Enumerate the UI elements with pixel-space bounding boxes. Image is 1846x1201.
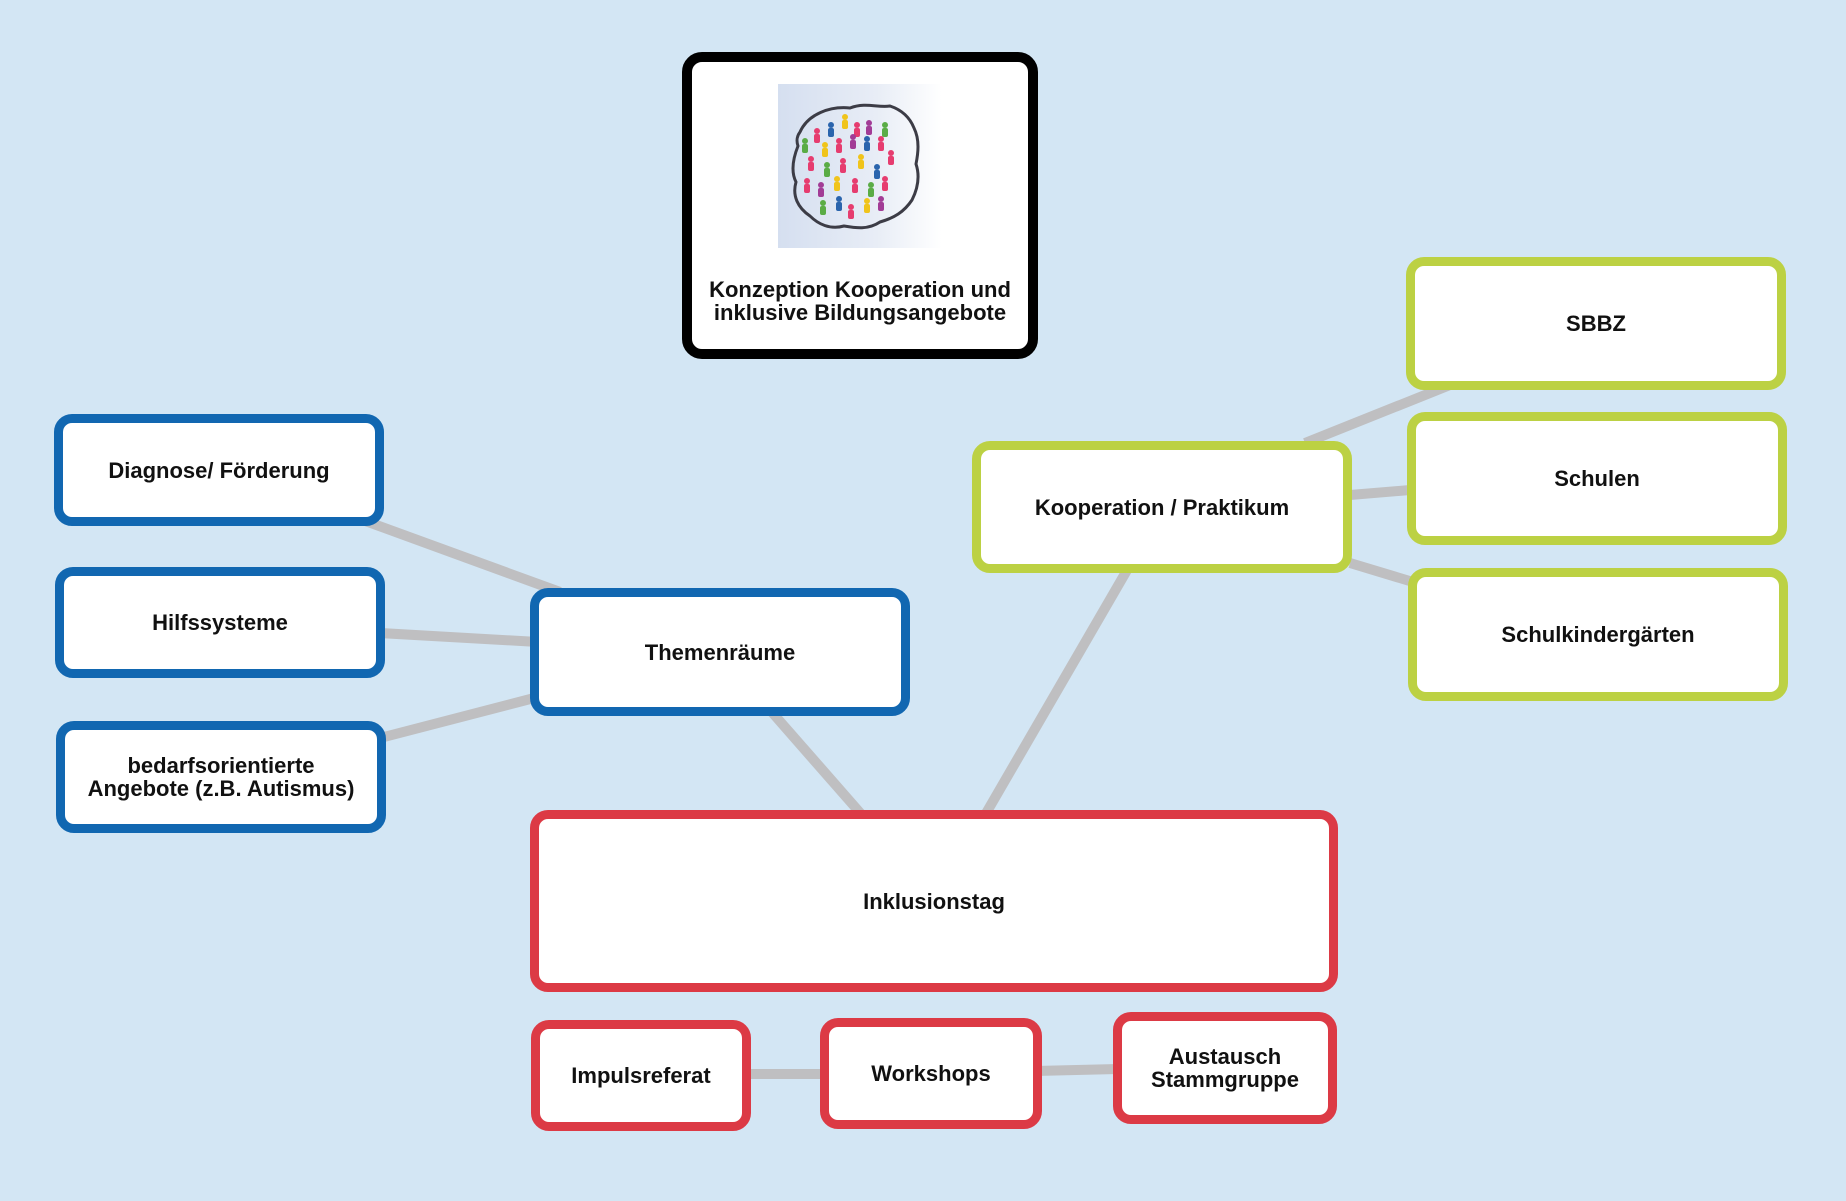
node-bedarfsorientierte-label-line1: bedarfsorientierte <box>127 753 315 778</box>
node-schulen[interactable]: Schulen <box>1407 412 1787 545</box>
node-bedarfsorientierte-label-line2: Angebote (z.B. Autismus) <box>87 776 355 801</box>
node-austausch-label-line1: Austausch <box>1168 1044 1282 1069</box>
node-schulen-label: Schulen <box>1554 466 1640 491</box>
node-hilfssysteme[interactable]: Hilfssysteme <box>55 567 385 678</box>
node-kooperation-praktikum[interactable]: Kooperation / Praktikum <box>972 441 1352 573</box>
node-sbbz-label: SBBZ <box>1566 311 1626 336</box>
main-topic-title-line2: inklusive Bildungsangebote <box>713 300 1007 325</box>
group-of-people-logo <box>778 84 942 248</box>
node-austausch-label-line2: Stammgruppe <box>1151 1067 1299 1092</box>
node-austausch-stammgruppe[interactable]: Austausch Stammgruppe <box>1113 1012 1337 1124</box>
node-sbbz[interactable]: SBBZ <box>1406 257 1786 390</box>
node-inklusionstag[interactable]: Inklusionstag <box>530 810 1338 992</box>
node-impulsreferat[interactable]: Impulsreferat <box>531 1020 751 1131</box>
connector-kooperation-inklusionstag <box>980 562 1135 818</box>
main-topic-title-line1: Konzeption Kooperation und <box>709 277 1011 302</box>
node-bedarfsorientierte-angebote[interactable]: bedarfsorientierte Angebote (z.B. Autism… <box>56 721 386 833</box>
node-schulkindergaerten[interactable]: Schulkindergärten <box>1408 568 1788 701</box>
connector-workshops-austausch <box>1034 1064 1119 1076</box>
node-hilfssysteme-label: Hilfssysteme <box>152 610 288 635</box>
node-diagnose-foerderung[interactable]: Diagnose/ Förderung <box>54 414 384 526</box>
node-diagnose-foerderung-label: Diagnose/ Förderung <box>108 457 330 483</box>
node-kooperation-praktikum-label: Kooperation / Praktikum <box>1034 494 1290 520</box>
node-impulsreferat-label: Impulsreferat <box>571 1063 711 1088</box>
people-figures-icon <box>791 103 920 230</box>
node-themenraeume-label: Themenräume <box>644 639 796 665</box>
main-topic-node[interactable]: Konzeption Kooperation und inklusive Bil… <box>682 52 1038 359</box>
node-workshops-label: Workshops <box>871 1061 991 1086</box>
connector-themenraeume-inklusionstag <box>766 706 866 819</box>
node-schulkindergaerten-label: Schulkindergärten <box>1501 622 1695 647</box>
node-workshops[interactable]: Workshops <box>820 1018 1042 1129</box>
connector-diagnose-themenraeume <box>358 514 562 597</box>
connector-kooperation-schulkindergaerten <box>1348 558 1415 587</box>
node-themenraeume[interactable]: Themenräume <box>530 588 910 716</box>
connector-kooperation-sbbz <box>1303 380 1452 448</box>
connector-hilfssysteme-themenraeume <box>379 628 539 647</box>
node-inklusionstag-label: Inklusionstag <box>863 888 1005 914</box>
connector-bedarfsorientiert-themenraeume <box>378 692 540 743</box>
connector-kooperation-schulen <box>1349 485 1411 500</box>
